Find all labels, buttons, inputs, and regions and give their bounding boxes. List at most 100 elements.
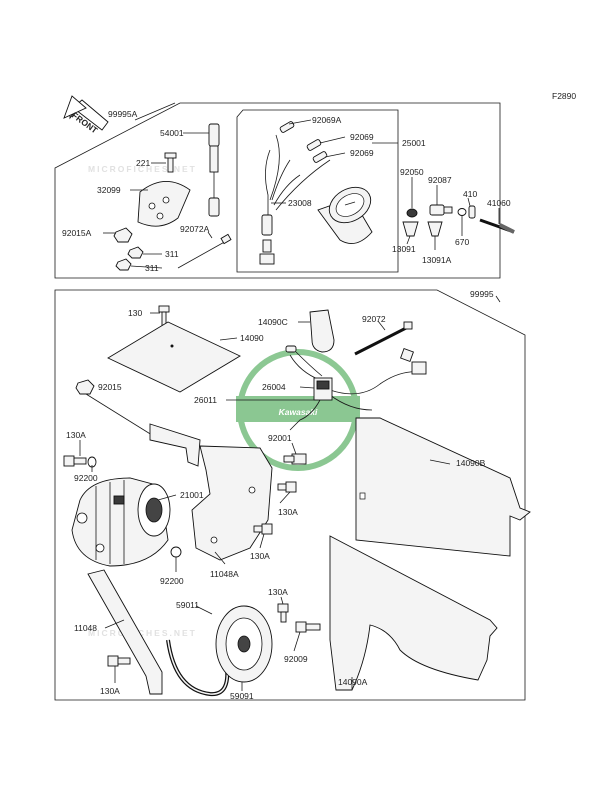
label-92015: 92015: [98, 382, 122, 392]
plate-14090: [107, 321, 241, 393]
label-13091: 13091: [392, 244, 416, 254]
nut-92015A: [113, 227, 133, 243]
bracket-32099: [137, 181, 191, 227]
label-92069-a: 92069: [350, 132, 374, 142]
label-26011: 26011: [194, 395, 217, 405]
label-670: 670: [455, 237, 469, 247]
bottom-panel-outline: [54, 289, 526, 701]
bolt-130A-low: [253, 523, 273, 535]
label-130A-3: 130A: [250, 551, 270, 561]
bracket-hole-b: [248, 486, 256, 494]
bracket-upper: [149, 423, 201, 467]
label-92200-b: 92200: [160, 576, 184, 586]
part-labels: 99995A 54001 221 32099 92015A 311 311 92…: [62, 109, 511, 701]
bolt-130A-pulley: [277, 603, 289, 623]
washer-670: [457, 208, 467, 216]
alternator-21001: [71, 477, 171, 567]
label-14090: 14090: [240, 333, 264, 343]
label-92001: 92001: [268, 433, 292, 443]
band-92072: [354, 324, 411, 356]
nut-311-b: [115, 258, 132, 271]
meter-25001: [317, 186, 373, 245]
label-311-b: 311: [145, 263, 159, 273]
bolt-130A-left: [63, 455, 87, 467]
watermark-top: MICROFICHES.NET: [88, 164, 197, 174]
label-92069A: 92069A: [312, 115, 342, 125]
seal-410: [468, 205, 476, 219]
label-25001: 25001: [402, 138, 426, 148]
label-26004: 26004: [262, 382, 286, 392]
label-23008: 23008: [288, 198, 312, 208]
label-410: 410: [463, 189, 477, 199]
bracket-13091: [402, 221, 419, 237]
label-130A-1: 130A: [66, 430, 86, 440]
label-130A-2: 130A: [278, 507, 298, 517]
label-92009: 92009: [284, 654, 308, 664]
label-130: 130: [128, 308, 142, 318]
pulley-59091: [215, 605, 273, 683]
label-221: 221: [136, 158, 150, 168]
label-14090B: 14090B: [456, 458, 486, 468]
label-11048: 11048: [74, 623, 97, 633]
label-11048A: 11048A: [210, 569, 239, 579]
label-14090A: 14090A: [338, 677, 368, 687]
meter-box-outline: [236, 109, 399, 273]
harness-23008: [259, 121, 331, 265]
label-59091: 59091: [230, 691, 254, 701]
nut-311-a: [127, 246, 144, 259]
nut-92015: [75, 379, 95, 395]
label-41060: 41060: [487, 198, 511, 208]
label-92087: 92087: [428, 175, 452, 185]
label-14090C: 14090C: [258, 317, 288, 327]
label-92072A: 92072A: [180, 224, 210, 234]
label-92069-b: 92069: [350, 148, 374, 158]
bolt-92009: [295, 621, 321, 633]
bolt-130A-mid: [277, 481, 297, 493]
kawasaki-logo-text: Kawasaki: [279, 407, 318, 417]
cover-14090B-tab: [359, 492, 366, 500]
label-32099: 32099: [97, 185, 121, 195]
relay-26004: [313, 377, 333, 401]
bolt-130A-lowerleft: [107, 655, 131, 667]
front-arrow-icon: FRONT: [63, 95, 109, 136]
screw-221: [164, 152, 177, 173]
label-92050: 92050: [400, 167, 424, 177]
cover-14090B: [355, 417, 531, 557]
belt-59011-inner: [167, 639, 228, 695]
label-92072: 92072: [362, 314, 386, 324]
bolt-92001: [283, 453, 307, 465]
label-311-a: 311: [165, 249, 179, 259]
label-130A-4: 130A: [268, 587, 288, 597]
band-92072-head: [403, 321, 413, 330]
cable-54001: [208, 123, 220, 217]
clamp-92072A: [177, 233, 232, 269]
label-54001: 54001: [160, 128, 184, 138]
leader-lines: [79, 102, 501, 691]
leader-92015: [85, 393, 161, 441]
gear-41060: [479, 218, 515, 234]
label-21001: 21001: [180, 490, 204, 500]
watermark-bottom: MICROFICHES.NET: [88, 628, 197, 638]
harness-26011: [285, 345, 427, 431]
bracket-13091A: [427, 221, 443, 237]
cover-14090A: [329, 535, 498, 691]
label-99995: 99995: [470, 289, 494, 299]
bracket-hole-a: [210, 536, 218, 544]
grommet-92050: [406, 208, 418, 218]
top-panel-outline: [54, 102, 501, 279]
label-92015A: 92015A: [62, 228, 92, 238]
label-130A-5: 130A: [100, 686, 120, 696]
label-59011: 59011: [176, 600, 199, 610]
plate-hole: [170, 344, 174, 348]
label-92200-a: 92200: [74, 473, 98, 483]
sleeve-14090C: [309, 309, 335, 353]
figure-code: F2890: [552, 91, 576, 101]
label-13091A: 13091A: [422, 255, 452, 265]
washer-92200-low: [170, 546, 182, 558]
bracket-11048A: [191, 445, 273, 561]
fitting-92087: [429, 204, 453, 216]
label-99995A: 99995A: [108, 109, 138, 119]
arm-11048: [87, 569, 163, 695]
